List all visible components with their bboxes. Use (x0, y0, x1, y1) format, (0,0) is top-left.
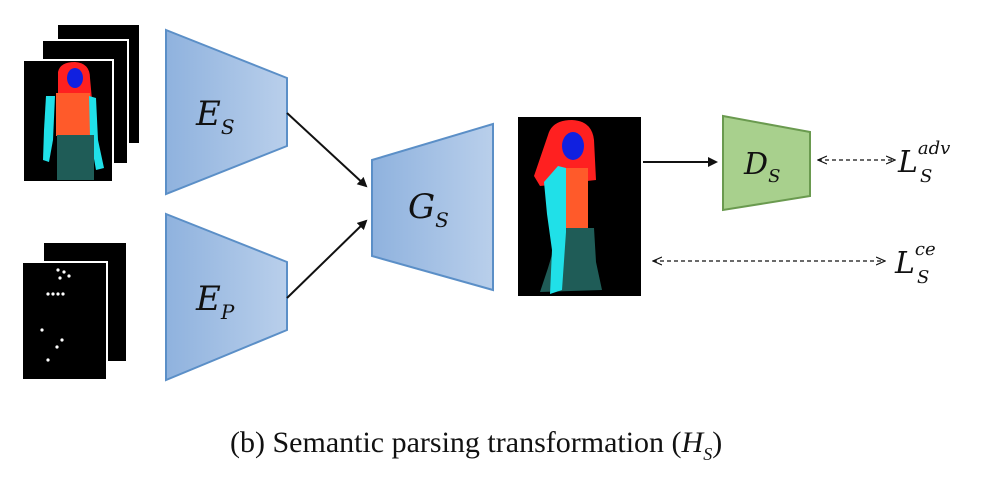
output-face-region (562, 132, 584, 160)
parsing-map-stack (22, 23, 141, 183)
svg-text:GS: GS (408, 187, 449, 232)
generator-gs-symbol: G (408, 187, 435, 227)
arrow-ep-to-gs (286, 219, 368, 299)
svg-text:EP: EP (195, 279, 235, 324)
parsing-map-front (22, 59, 114, 183)
encoder-es-block: ES (165, 28, 288, 196)
svg-text:ES: ES (195, 94, 235, 139)
adversarial-loss-symbol: L (897, 145, 918, 180)
discriminator-ds-block: DS (722, 114, 811, 212)
cross-entropy-loss-subscript: S (917, 267, 929, 288)
pose-map-front (21, 261, 108, 381)
caption-prefix: (b) Semantic parsing transformation ( (230, 426, 682, 459)
caption-subscript: S (703, 444, 712, 464)
output-parsing-map (518, 117, 641, 296)
pants-region (57, 135, 94, 180)
cross-entropy-loss-symbol: L (894, 246, 915, 281)
generator-gs-block: GS (371, 122, 494, 292)
caption-suffix: ) (712, 426, 722, 459)
generator-gs-subscript: S (435, 208, 449, 232)
discriminator-ds-subscript: S (768, 166, 780, 187)
adversarial-loss-superscript: adv (918, 138, 950, 159)
encoder-ep-symbol: E (195, 279, 221, 319)
encoder-es-subscript: S (221, 115, 235, 139)
encoder-ep-subscript: P (220, 300, 235, 324)
arrow-es-to-gs (286, 112, 368, 188)
face-region (67, 68, 83, 88)
discriminator-ds-symbol: D (743, 147, 768, 182)
output-arm-region (544, 166, 566, 294)
caption-symbol: H (681, 426, 706, 459)
cross-entropy-loss-superscript: ce (915, 239, 936, 260)
adversarial-loss-subscript: S (920, 166, 932, 187)
svg-text:DS: DS (743, 147, 780, 187)
left-arm-region (43, 96, 55, 162)
encoder-ep-block: EP (165, 212, 288, 382)
figure-caption: (b) Semantic parsing transformation (HS) (230, 426, 722, 464)
encoder-es-symbol: E (195, 94, 221, 134)
pose-map-stack (21, 241, 128, 381)
pose-keypoints (40, 268, 71, 362)
upper-clothes-region (56, 93, 90, 136)
